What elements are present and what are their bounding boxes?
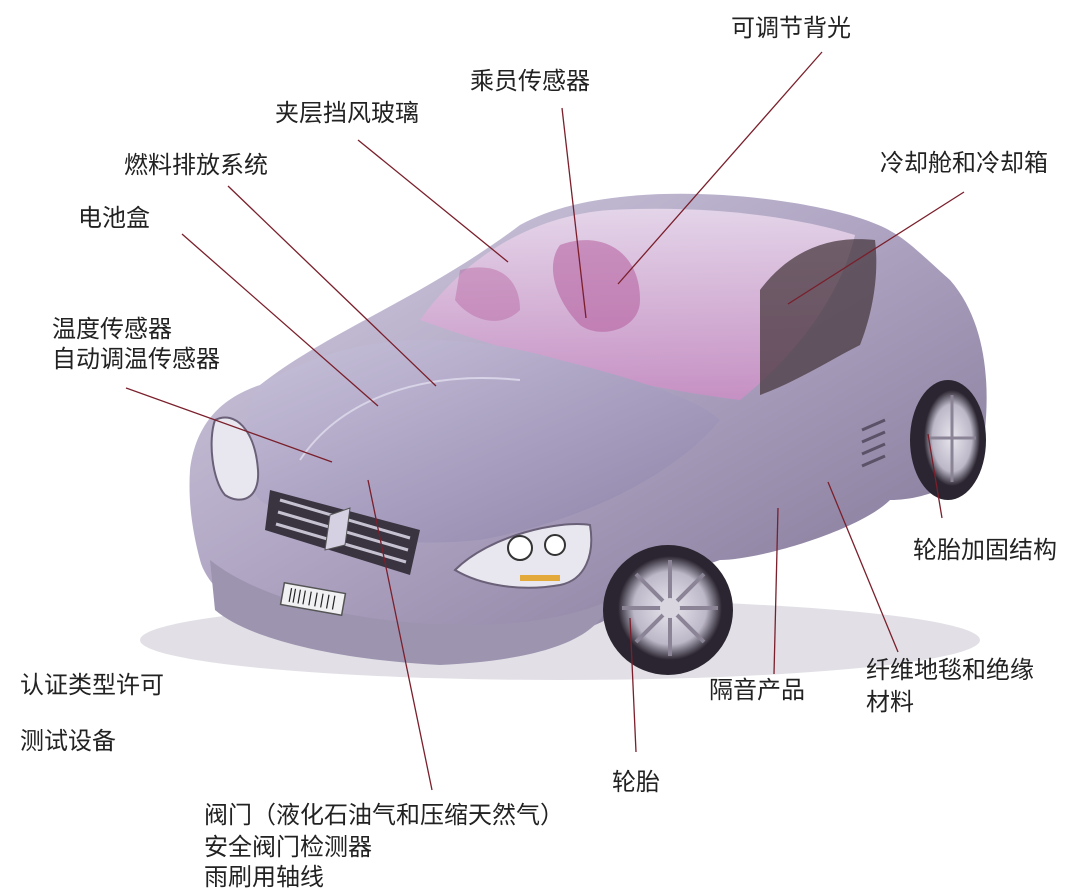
label-fiber-carpet-line2: 材料: [866, 688, 914, 716]
leader-adjustable-backlight: [617, 51, 823, 285]
label-valve-lpg-cng: 阀门（液化石油气和压缩天然气）: [204, 801, 564, 829]
label-test-equipment: 测试设备: [20, 727, 116, 755]
label-soundproofing: 隔音产品: [709, 676, 805, 704]
label-wiper-shaft: 雨刷用轴线: [204, 863, 324, 891]
leader-tire: [629, 617, 637, 753]
leader-battery-box: [181, 233, 379, 407]
label-tire: 轮胎: [612, 768, 660, 796]
leader-lines: [125, 51, 965, 791]
label-safety-valve-detector: 安全阀门检测器: [204, 833, 372, 861]
label-fiber-carpet-line1: 纤维地毯和绝缘: [866, 656, 1034, 684]
label-auto-temp-sensor: 自动调温传感器: [52, 345, 220, 373]
label-fuel-emission-system: 燃料排放系统: [124, 151, 268, 179]
leader-occupant-sensor: [561, 107, 587, 319]
leader-valve: [367, 479, 433, 791]
leader-fiber-carpet: [827, 481, 899, 653]
leader-temperature-sensor: [125, 387, 333, 463]
label-laminated-windshield: 夹层挡风玻璃: [275, 99, 419, 127]
label-adjustable-backlight: 可调节背光: [731, 14, 851, 42]
leader-soundproofing: [773, 507, 779, 675]
leader-laminated-windshield: [357, 139, 509, 263]
leader-tire-reinforcement: [927, 433, 943, 519]
label-occupant-sensor: 乘员传感器: [470, 67, 590, 95]
label-cooling-compartment: 冷却舱和冷却箱: [880, 149, 1048, 177]
label-tire-reinforcement: 轮胎加固结构: [913, 536, 1057, 564]
label-battery-box: 电池盒: [78, 204, 150, 232]
label-type-approval: 认证类型许可: [20, 671, 164, 699]
label-temperature-sensor: 温度传感器: [52, 315, 172, 343]
car-illustration: [140, 193, 987, 680]
leader-cooling-compartment: [787, 191, 965, 305]
leader-fuel-emission-system: [227, 185, 437, 387]
